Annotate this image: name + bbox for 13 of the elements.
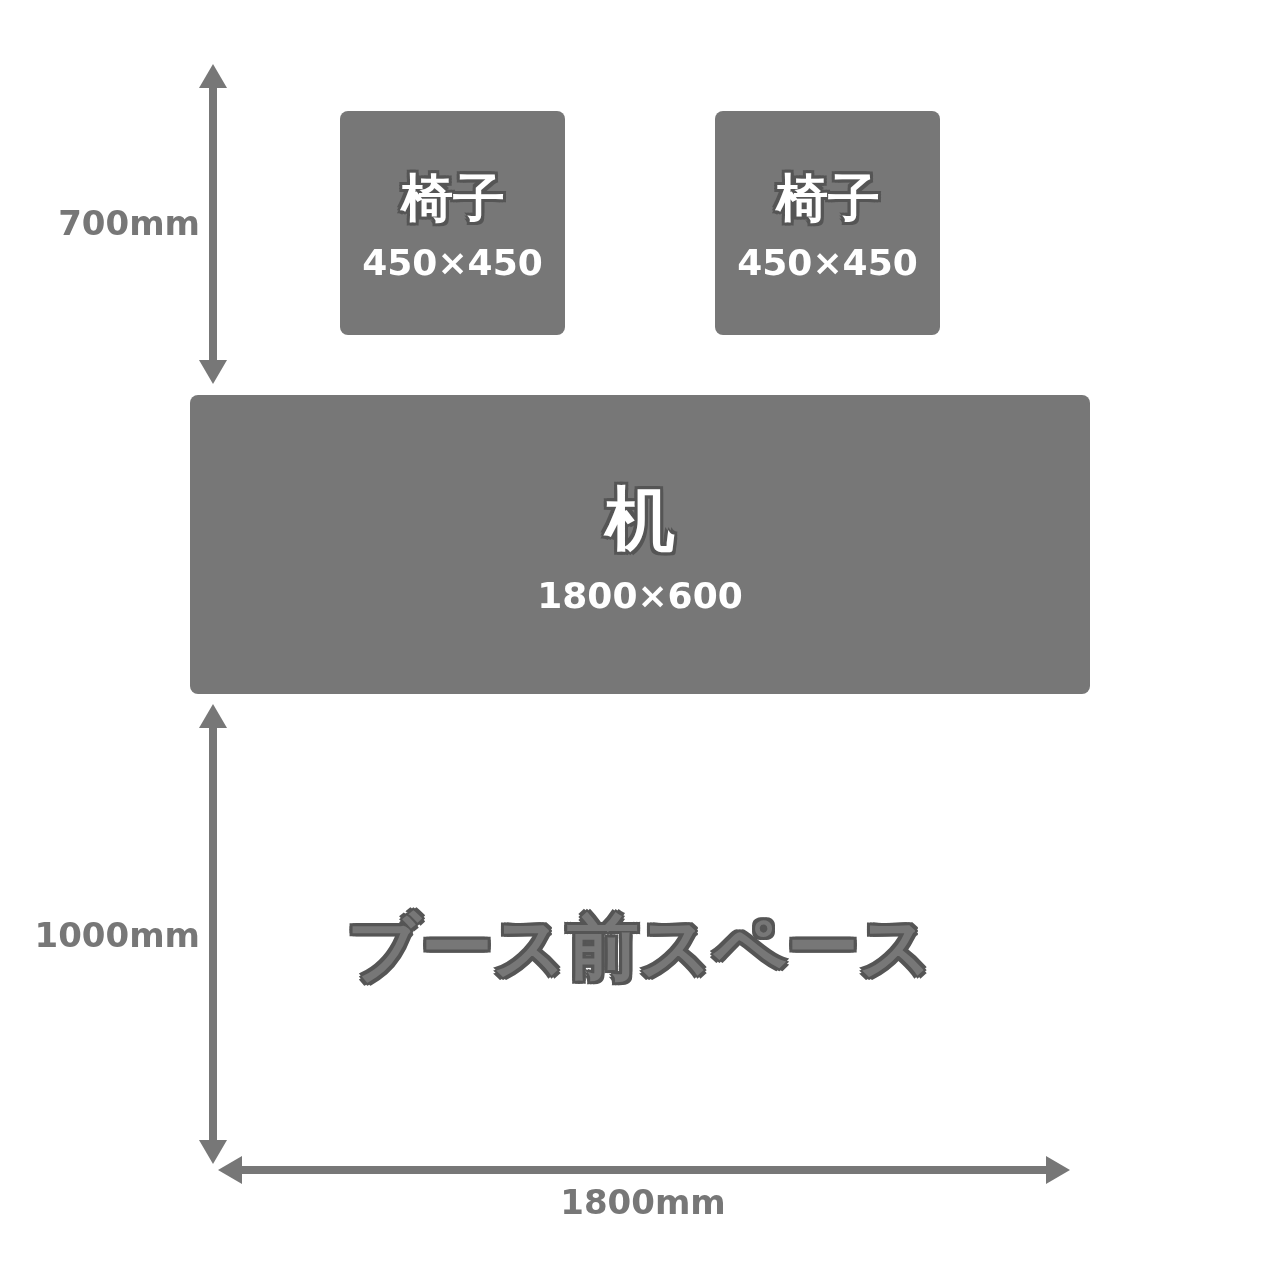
furniture-name: 机: [605, 477, 675, 562]
dimension-label: 1000mm: [34, 915, 200, 955]
area-label: ブース前スペース: [347, 904, 933, 991]
size-label: 450×450: [362, 241, 543, 283]
size-label: 1800×600: [537, 575, 743, 616]
size-label: 450×450: [737, 241, 918, 283]
furniture-name: 椅子: [400, 166, 505, 230]
furniture-name: 椅子: [775, 166, 880, 230]
chair-box: [340, 111, 565, 335]
dimension-label: 700mm: [58, 203, 200, 243]
desk-box: [190, 395, 1090, 694]
chair-box: [715, 111, 940, 335]
dimension-label: 1800mm: [560, 1182, 726, 1222]
